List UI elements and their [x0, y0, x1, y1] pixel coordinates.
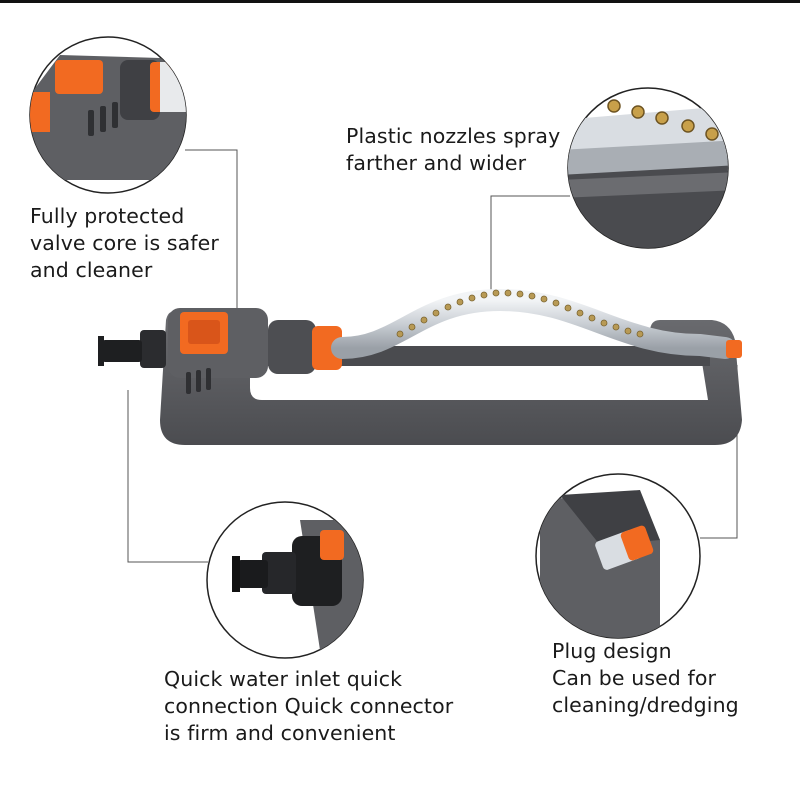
- caption-line: Plastic nozzles spray: [346, 124, 561, 148]
- tube-collar-orange: [312, 326, 342, 370]
- caption-valve-core: Fully protected valve core is safer and …: [30, 203, 219, 284]
- tube-collar: [268, 320, 316, 374]
- caption-line: and cleaner: [30, 258, 153, 282]
- caption-line: farther and wider: [346, 151, 527, 175]
- line-nozzle: [490, 195, 570, 300]
- detail-nozzles: [567, 87, 729, 249]
- vent-slots: [186, 368, 211, 394]
- callout-lines: [127, 149, 738, 563]
- caption-line: Quick water inlet quick: [164, 667, 403, 691]
- line-valve: [185, 149, 238, 330]
- caption-line: Fully protected: [30, 204, 185, 228]
- top-border-line: [0, 0, 800, 3]
- caption-line: valve core is safer: [30, 231, 219, 255]
- caption-line: connection Quick connector: [164, 694, 454, 718]
- caption-line: cleaning/dredging: [552, 693, 739, 717]
- spray-tube: [331, 288, 736, 359]
- detail-plug: [535, 473, 701, 639]
- sprinkler-main: [98, 288, 742, 445]
- detail-inlet: [206, 501, 364, 659]
- caption-nozzles: Plastic nozzles spray farther and wider: [346, 123, 560, 177]
- caption-line: is firm and convenient: [164, 721, 396, 745]
- sprinkler-base: [160, 312, 742, 445]
- caption-line: Plug design: [552, 639, 672, 663]
- inlet-nozzle: [102, 340, 142, 362]
- detail-valve: [29, 36, 187, 194]
- inlet-nut: [140, 330, 166, 368]
- caption-water-inlet: Quick water inlet quick connection Quick…: [164, 666, 453, 747]
- nozzle-row: [396, 289, 644, 338]
- end-plug: [726, 340, 742, 358]
- caption-line: Can be used for: [552, 666, 717, 690]
- line-inlet: [127, 390, 208, 563]
- caption-plug-design: Plug design Can be used for cleaning/dre…: [552, 638, 739, 719]
